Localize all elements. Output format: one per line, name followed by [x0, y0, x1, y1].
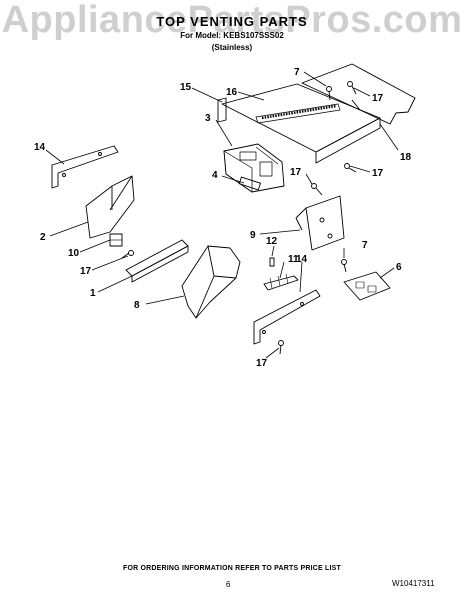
callout-numbers: 7 17 15 16 3 18 14 4 17 17 2 9 12 7 10 1…: [34, 67, 412, 369]
callout-4: 4: [212, 170, 218, 181]
part-12-terminal: [269, 257, 275, 267]
page-number: 6: [226, 580, 231, 589]
document-number: W10417311: [392, 579, 435, 588]
callout-14: 14: [296, 254, 308, 265]
callout-11: 11: [288, 254, 299, 265]
ordering-note: FOR ORDERING INFORMATION REFER TO PARTS …: [122, 565, 342, 572]
part-8-duct-housing: [181, 245, 241, 319]
part-2-duct: [85, 175, 135, 239]
part-9-mounting-bracket: [295, 195, 345, 251]
callout-7: 7: [294, 67, 300, 78]
callout-1: 1: [90, 288, 96, 299]
part-6-clip-bracket: [343, 271, 391, 301]
part-17-screw-lower: [278, 340, 284, 355]
callout-14: 14: [34, 142, 46, 153]
model-line: For Model: KEBS107SSS02: [180, 31, 284, 40]
part-14-left-bracket: [51, 145, 119, 189]
callout-15: 15: [180, 82, 192, 93]
part-17-screw-top: [347, 81, 357, 95]
leader-lines: [45, 71, 399, 359]
part-11-terminal-strip: [263, 273, 299, 291]
part-14-lower-bracket: [253, 289, 321, 345]
callout-12: 12: [266, 236, 278, 247]
part-3-vent-motor: [223, 143, 285, 193]
callout-17: 17: [372, 93, 384, 104]
part-4-connector: [238, 176, 261, 191]
callout-2: 2: [40, 232, 46, 243]
callout-16: 16: [226, 87, 238, 98]
callout-6: 6: [396, 262, 402, 273]
part-15-side-rail: [217, 97, 227, 123]
part-17-screw-mid: [311, 183, 323, 196]
part-17-screw-right: [344, 163, 357, 173]
part-16-vent-panel: [221, 83, 381, 164]
page-title: TOP VENTING PARTS: [156, 14, 308, 29]
callout-18: 18: [400, 152, 412, 163]
callout-9: 9: [250, 230, 256, 241]
model-variant: (Stainless): [211, 43, 253, 52]
part-1-slide-plate: [125, 239, 189, 283]
callout-8: 8: [134, 300, 140, 311]
callout-17: 17: [256, 358, 268, 369]
callout-7: 7: [362, 240, 368, 251]
callout-17: 17: [290, 167, 302, 178]
callout-10: 10: [68, 248, 80, 259]
part-7-screw-right: [341, 259, 347, 273]
callout-3: 3: [205, 113, 211, 124]
part-7-screw-top: [326, 86, 332, 101]
part-18-top-plate: [301, 63, 416, 125]
part-10-switch: [109, 233, 123, 247]
part-17-screw-left: [121, 250, 134, 259]
callout-17: 17: [372, 168, 384, 179]
callout-17: 17: [80, 266, 92, 277]
